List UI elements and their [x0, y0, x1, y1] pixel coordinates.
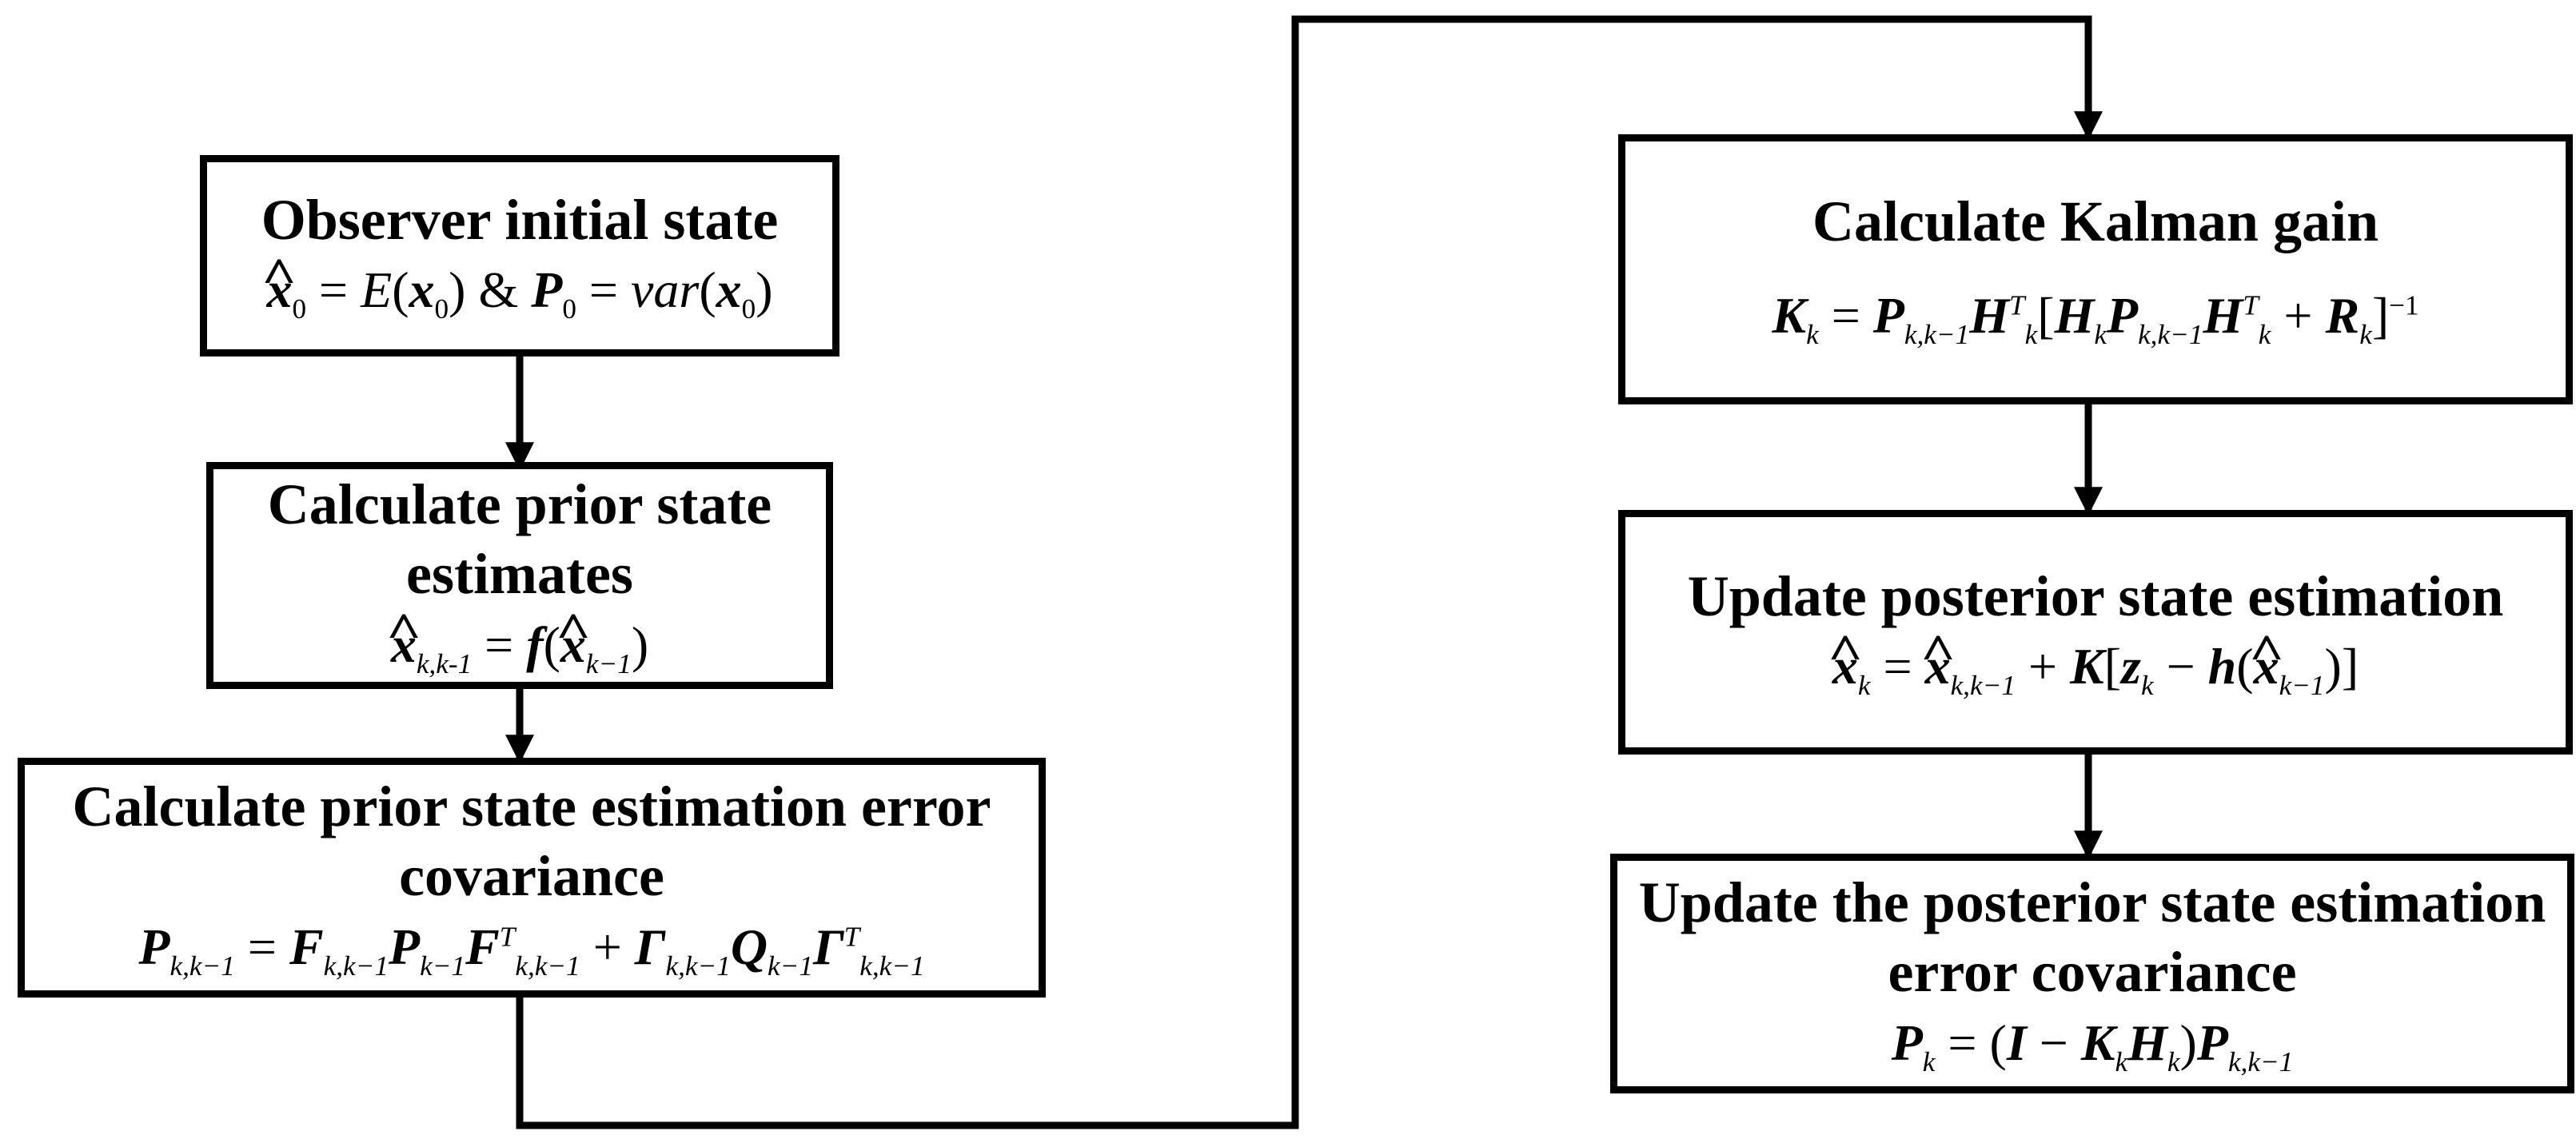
- node-equation: Pk,k−1 = Fk,k−1Pk−1FTk,k−1 + Γk,k−1Qk−1Γ…: [138, 918, 925, 982]
- node-prior-error-covariance: Calculate prior state estimation error c…: [18, 758, 1046, 998]
- node-kalman-gain: Calculate Kalman gain Kk = Pk,k−1HTk[HkP…: [1618, 134, 2573, 404]
- node-title: Update the posterior state estimation er…: [1638, 870, 2546, 1005]
- node-observer-initial-state: Observer initial state x0 = E(x0) & P0 =…: [200, 155, 839, 356]
- node-equation: xk = xk,k−1 + K[zk − h(xk−1)]: [1832, 636, 2359, 703]
- node-title: Update posterior state estimation: [1687, 564, 2504, 628]
- node-title: Observer initial state: [261, 187, 779, 252]
- node-posterior-state-estimation: Update posterior state estimation xk = x…: [1618, 510, 2573, 755]
- edge-prior-cov-to-gain: [516, 15, 2103, 1129]
- node-posterior-error-covariance: Update the posterior state estimation er…: [1610, 854, 2574, 1093]
- node-equation: xk,k-1 = f(xk−1): [391, 615, 648, 681]
- node-equation: x0 = E(x0) & P0 = var(x0): [266, 260, 772, 326]
- node-equation: Kk = Pk,k−1HTk[HkPk,k−1HTk + Rk]−1: [1772, 287, 2419, 351]
- node-title: Calculate prior state estimation error c…: [72, 774, 991, 909]
- node-title: Calculate Kalman gain: [1812, 189, 2379, 253]
- node-prior-state-estimates: Calculate prior state estimates xk,k-1 =…: [206, 462, 833, 689]
- node-title: Calculate prior state estimates: [267, 472, 772, 607]
- node-equation: Pk = (I − KkHk)Pk,k−1: [1891, 1014, 2294, 1078]
